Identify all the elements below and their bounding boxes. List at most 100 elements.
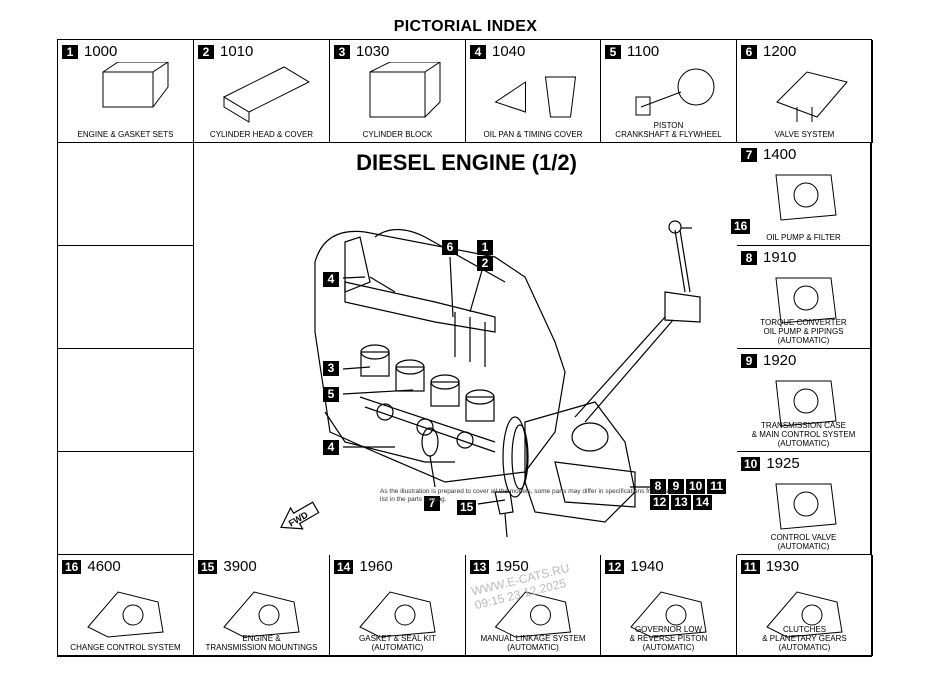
cell-label: ENGINE & GASKET SETS: [77, 130, 174, 139]
cell-label: CONTROL VALVE (AUTOMATIC): [770, 533, 837, 551]
section-code: 1960: [359, 558, 393, 575]
section-code: 3900: [223, 558, 257, 575]
part-thumbnail: [494, 591, 572, 638]
empty-index-cell: [58, 246, 194, 349]
cell-label: TORQUE CONVERTER OIL PUMP & PIPINGS (AUT…: [760, 318, 847, 345]
section-number-badge: 8: [741, 250, 757, 265]
empty-index-cell: [58, 452, 194, 555]
cell-label: OIL PUMP & FILTER: [766, 233, 841, 242]
section-code: 1030: [356, 43, 390, 60]
section-number-badge: 16: [62, 559, 82, 574]
diagram-title: DIESEL ENGINE (1/2): [356, 150, 577, 175]
part-thumbnail: [87, 591, 164, 638]
section-number-badge: 12: [605, 559, 625, 574]
empty-index-cell: [58, 143, 194, 246]
part-thumbnail: [359, 591, 436, 638]
part-thumbnail: [222, 66, 311, 123]
section-number-badge: 15: [198, 559, 218, 574]
section-number-badge: 5: [605, 44, 621, 59]
cell-label: PISTON CRANKSHAFT & FLYWHEEL: [615, 121, 722, 139]
section-number-badge: 1: [62, 44, 78, 59]
section-number-badge: 14: [334, 559, 354, 574]
section-number-badge: 6: [741, 44, 757, 59]
section-code: 1925: [766, 455, 800, 472]
cell-header: 5 1100: [605, 43, 659, 60]
part-thumbnail: [223, 591, 300, 638]
cell-header: 7 1400: [741, 146, 796, 163]
callout-2: 2: [477, 256, 493, 271]
section-code: 1940: [630, 558, 664, 575]
section-number-badge: 11: [741, 559, 760, 574]
section-code: 1950: [495, 558, 529, 575]
section-number-badge: 7: [741, 147, 757, 162]
section-code: 1910: [763, 249, 797, 266]
cell-label: GASKET & SEAL KIT (AUTOMATIC): [359, 634, 436, 652]
disclaimer-note: As the illustration is prepared to cover…: [380, 488, 676, 503]
callout-5: 5: [323, 387, 339, 402]
part-thumbnail: [635, 68, 715, 116]
section-code: 1400: [763, 146, 797, 163]
cell-header: 9 1920: [741, 352, 796, 369]
part-thumbnail: [102, 62, 169, 108]
page-title: PICTORIAL INDEX: [393, 18, 538, 35]
cell-label: GOVERNOR LOW & REVERSE PISTON (AUTOMATIC…: [629, 625, 708, 652]
empty-index-cell: [58, 349, 194, 452]
section-number-badge: 3: [334, 44, 350, 59]
cell-label: VALVE SYSTEM: [774, 130, 835, 139]
part-thumbnail: [776, 71, 848, 122]
callout-6: 6: [442, 240, 458, 255]
cell-label: CHANGE CONTROL SYSTEM: [70, 643, 181, 652]
cell-header: 10 1925: [741, 455, 800, 472]
cell-label: CYLINDER BLOCK: [362, 130, 433, 139]
section-number-badge: 13: [470, 559, 490, 574]
cell-label: MANUAL LINKAGE SYSTEM (AUTOMATIC): [480, 634, 586, 652]
callout-16: 16: [731, 219, 751, 234]
cell-label: TRANSMISSION CASE & MAIN CONTROL SYSTEM …: [751, 421, 856, 448]
callout-7: 7: [424, 496, 440, 511]
callout-15: 15: [457, 500, 477, 515]
part-thumbnail: [630, 591, 707, 638]
cell-header: 3 1030: [334, 43, 389, 60]
cell-header: 1 1000: [62, 43, 117, 60]
section-code: 1000: [84, 43, 118, 60]
section-code: 4600: [87, 558, 121, 575]
callout-1: 1: [477, 240, 493, 255]
section-code: 1920: [763, 352, 797, 369]
section-code: 1100: [627, 43, 660, 60]
part-thumbnail: [775, 380, 837, 427]
part-thumbnail: [369, 62, 441, 118]
section-number-badge: 4: [470, 44, 486, 59]
part-thumbnail: [775, 174, 837, 221]
callout-4-bottom: 4: [323, 440, 339, 455]
section-number-badge: 10: [741, 456, 761, 471]
cell-header: 12 1940: [605, 558, 664, 575]
main-diagram: DIESEL ENGINE (1/2): [195, 142, 751, 551]
cell-label: CYLINDER HEAD & COVER: [209, 130, 314, 139]
cell-header: 13 1950: [470, 558, 529, 575]
section-number-badge: 9: [741, 353, 757, 368]
cell-label: CLUTCHES & PLANETARY GEARS (AUTOMATIC): [762, 625, 847, 652]
callout-4-top: 4: [323, 272, 339, 287]
section-number-badge: 2: [198, 44, 214, 59]
engine-illustration: [280, 220, 701, 538]
